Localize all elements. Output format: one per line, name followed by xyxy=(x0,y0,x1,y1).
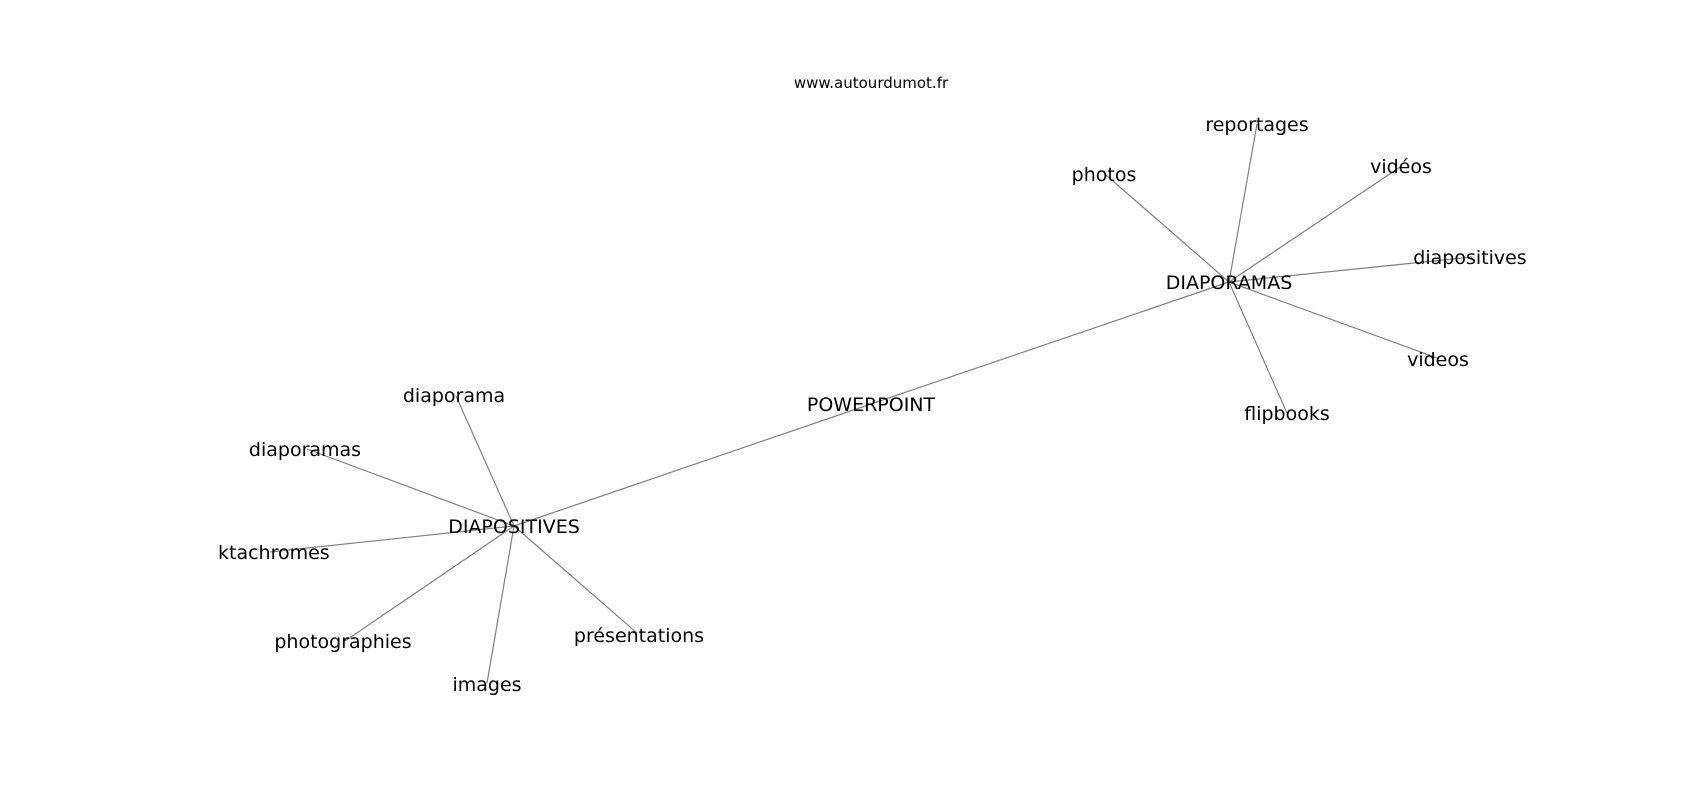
edge-diapositives-diaporama xyxy=(455,395,515,527)
node-labels: POWERPOINT DIAPOSITIVES DIAPORAMAS diapo… xyxy=(217,114,1527,696)
edge-diapositives-powerpoint xyxy=(513,403,872,527)
node-images: images xyxy=(452,674,521,696)
graph-clip-area: www.autourdumot.fr POWERPOINT DIAPOSITIV… xyxy=(217,0,1700,800)
node-videos: videos xyxy=(1407,349,1469,371)
edge-diaporamas-videos-accent xyxy=(1228,166,1401,283)
edge-diaporamas-diapositives xyxy=(1228,256,1473,283)
node-photographies: photographies xyxy=(274,631,411,653)
node-videos-accent: vidéos xyxy=(1370,156,1432,178)
edge-powerpoint-diaporamas xyxy=(870,281,1230,405)
edge-diapositives-images xyxy=(486,525,515,684)
node-diaporama: diaporama xyxy=(403,385,505,407)
node-diaporamas: diaporamas xyxy=(249,439,361,461)
node-presentations: présentations xyxy=(574,625,704,647)
edge-diapositives-presentations xyxy=(513,525,638,634)
node-diapositives: diapositives xyxy=(1413,247,1526,269)
node-ektachromes: ektachromes xyxy=(217,542,330,564)
word-association-graph: www.autourdumot.fr POWERPOINT DIAPOSITIV… xyxy=(217,74,1527,696)
edge-diaporamas-flipbooks xyxy=(1228,281,1288,414)
node-photos: photos xyxy=(1072,164,1137,186)
edge-diaporamas-reportages xyxy=(1228,123,1258,283)
edge-diapositives-diaporamas xyxy=(306,448,515,527)
node-diaporamas-hub: DIAPORAMAS xyxy=(1166,272,1293,294)
edge-diaporamas-videos xyxy=(1228,281,1438,359)
node-reportages: reportages xyxy=(1205,114,1308,136)
source-caption: www.autourdumot.fr xyxy=(794,74,949,92)
edge-diapositives-photographies xyxy=(344,525,515,642)
edge-diapositives-ektachromes xyxy=(269,525,515,553)
node-powerpoint: POWERPOINT xyxy=(807,394,936,416)
node-flipbooks: flipbooks xyxy=(1244,403,1330,425)
edge-diaporamas-photos xyxy=(1105,174,1230,283)
edges xyxy=(269,123,1473,684)
node-diapositives-hub: DIAPOSITIVES xyxy=(448,516,580,538)
